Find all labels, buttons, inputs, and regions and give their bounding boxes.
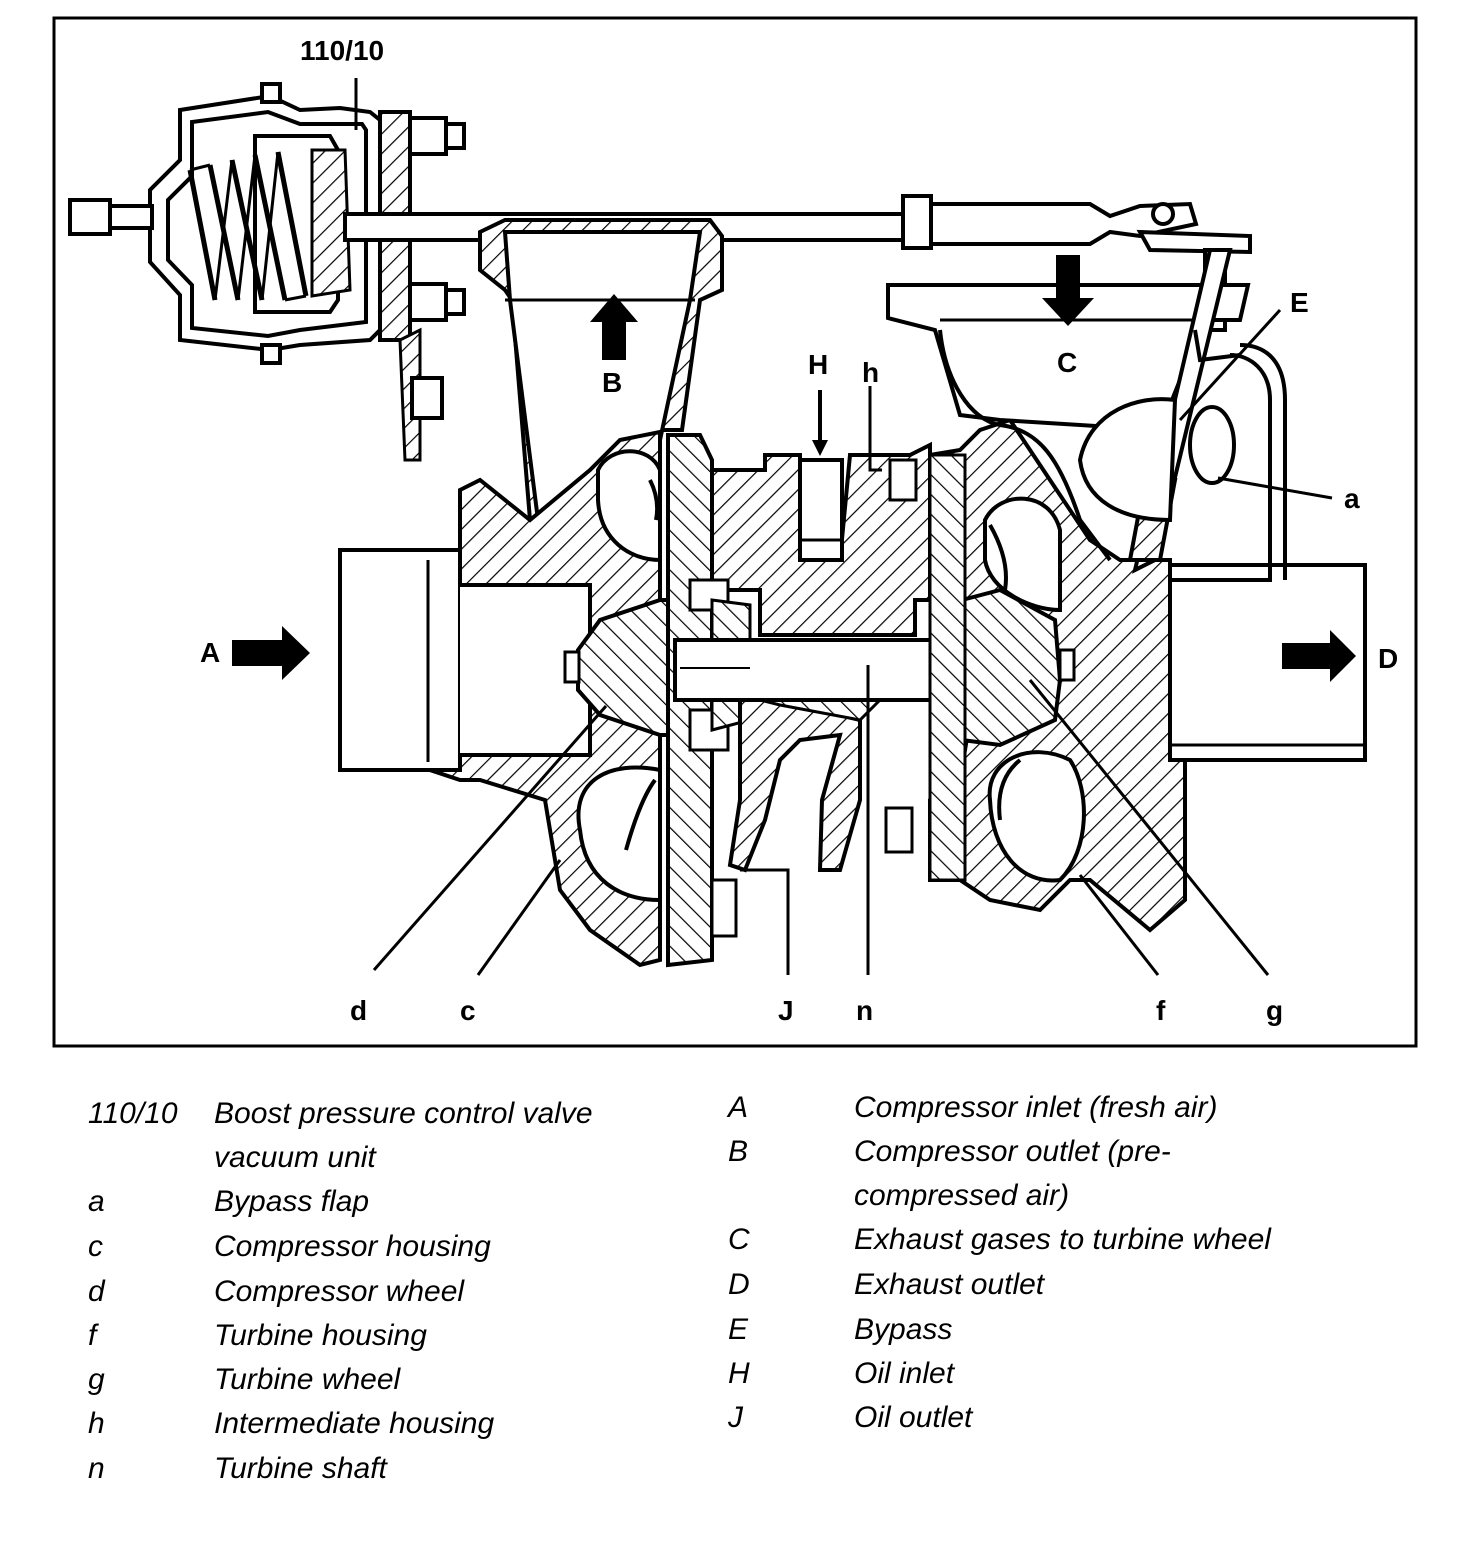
callout-B: B [602, 367, 622, 398]
legend-desc: Exhaust gases to turbine wheel [854, 1223, 1271, 1256]
legend-desc: Boost pressure control valve [214, 1097, 593, 1130]
legend-key: E [728, 1313, 749, 1346]
legend-desc: Oil inlet [854, 1357, 955, 1390]
legend-desc: Exhaust outlet [854, 1268, 1045, 1301]
legend-key: c [88, 1230, 103, 1263]
legend-desc: Turbine shaft [214, 1452, 387, 1485]
legend-key: B [728, 1135, 749, 1168]
legend-key: A [728, 1091, 749, 1124]
exhaust-outlet [1168, 563, 1367, 762]
legend-desc: Oil outlet [854, 1401, 973, 1434]
callout-A: A [200, 637, 220, 668]
intermediate-housing [710, 441, 932, 637]
legend-key: D [728, 1268, 750, 1301]
legend-key: g [88, 1363, 105, 1396]
arrow-D [1282, 630, 1356, 682]
legend-desc: Turbine wheel [214, 1363, 401, 1396]
legend-key: J [728, 1401, 743, 1434]
callout-g: g [1266, 995, 1283, 1026]
legend-desc: Bypass [854, 1313, 953, 1346]
legend-desc: compressed air) [854, 1179, 1070, 1212]
legend-key: f [88, 1319, 97, 1352]
legend-key: H [728, 1357, 750, 1390]
legend-desc: Compressor housing [214, 1230, 491, 1263]
legend-key: C [728, 1223, 750, 1256]
callout-J: J [778, 995, 794, 1026]
callout-D: D [1378, 643, 1398, 674]
legend-desc: Intermediate housing [214, 1407, 495, 1440]
leader-lines [354, 78, 1333, 976]
flow-arrows [232, 255, 1356, 682]
bypass-flap [1077, 248, 1241, 574]
legend-desc: Compressor outlet (pre- [854, 1135, 1171, 1168]
callout-f: f [1156, 995, 1166, 1026]
callout-d: d [350, 995, 367, 1026]
callout-C: C [1057, 347, 1077, 378]
arrow-A [232, 626, 310, 680]
arrow-B [590, 294, 638, 360]
legend-key: n [88, 1452, 105, 1485]
legend: 110/10 Boost pressure control valve vacu… [0, 1080, 1472, 1520]
legend-key: a [88, 1185, 105, 1218]
legend-key: d [88, 1275, 105, 1308]
callout-n: n [856, 995, 873, 1026]
callout-E: E [1290, 287, 1309, 318]
vacuum-unit [68, 82, 466, 462]
turbine-wheel [960, 587, 1063, 748]
legend-desc: Compressor inlet (fresh air) [854, 1091, 1218, 1124]
legend-key: h [88, 1407, 105, 1440]
callout-H: H [808, 349, 828, 380]
oil-outlet-housing [727, 698, 862, 873]
legend-desc: vacuum unit [214, 1141, 376, 1174]
legend-key: 110/10 [88, 1097, 178, 1130]
legend-desc: Bypass flap [214, 1185, 370, 1218]
arrow-H [812, 390, 828, 456]
callout-vacuum-unit: 110/10 [300, 35, 384, 66]
turbine-shaft [673, 624, 962, 716]
callout-a: a [1344, 483, 1360, 514]
callout-c: c [460, 995, 476, 1026]
arrow-C [1042, 255, 1094, 326]
turbocharger-cross-section: 110/10 A B C D E H h a d c J n f g [52, 16, 1418, 1048]
callout-h: h [862, 357, 879, 388]
figure-frame [52, 16, 1418, 1048]
legend-desc: Compressor wheel [214, 1275, 465, 1308]
legend-desc: Turbine housing [214, 1319, 427, 1352]
